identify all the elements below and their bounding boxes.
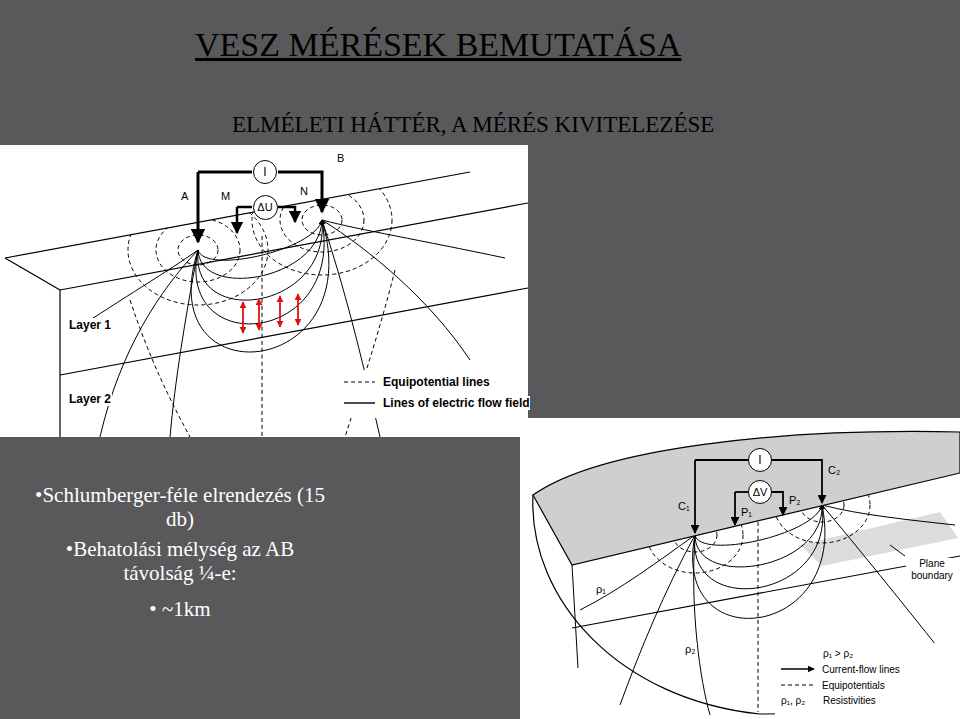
meter-symbol: ΔV bbox=[753, 487, 768, 498]
legend-note: ρ₁, ρ₂ bbox=[780, 695, 806, 706]
electrode-figure bbox=[0, 145, 528, 437]
legend-row: Lines of electric flow field bbox=[343, 396, 530, 410]
callout-label: Plane boundary bbox=[906, 558, 958, 581]
meter-symbol: I bbox=[263, 166, 266, 178]
electrode-label: B bbox=[336, 152, 345, 164]
meter-circle: I bbox=[253, 160, 277, 184]
legend-row: Equipotential lines bbox=[343, 375, 490, 389]
legend-note: Resistivities bbox=[822, 695, 877, 706]
legend-sample bbox=[780, 663, 816, 675]
bullet-text: •Behatolási mélység az AB távolság ¼-e: bbox=[30, 537, 330, 585]
electrode-label: C₂ bbox=[827, 464, 841, 476]
electrode-label: N bbox=[299, 185, 309, 197]
legend-sample bbox=[780, 679, 816, 691]
legend-row: Current-flow lines bbox=[780, 663, 900, 675]
legend-sample bbox=[343, 397, 377, 409]
electrode-label: P₂ bbox=[788, 494, 802, 506]
bullet-text: •Schlumberger-féle elrendezés (15 db) bbox=[30, 483, 330, 531]
meter-symbol: ΔU bbox=[257, 202, 272, 213]
bullet-text: • ~1km bbox=[30, 597, 330, 621]
electrode-label: C₁ bbox=[677, 500, 691, 512]
meter-circle: I bbox=[748, 448, 772, 472]
resistivity-label: ρ₂ bbox=[684, 643, 697, 655]
legend-text: Equipotentials bbox=[822, 680, 885, 691]
hemisphere-figure bbox=[520, 418, 960, 719]
subtitle: ELMÉLETI HÁTTÉR, A MÉRÉS KIVITELEZÉSE bbox=[232, 112, 714, 138]
legend-text: Current-flow lines bbox=[822, 664, 900, 675]
electrode-label: P₁ bbox=[740, 506, 753, 518]
electrode-label: A bbox=[180, 190, 189, 202]
layer-label: Layer 2 bbox=[68, 392, 112, 406]
electrode-label: M bbox=[220, 190, 231, 202]
meter-symbol: I bbox=[758, 454, 761, 466]
legend-text: Equipotential lines bbox=[383, 375, 490, 389]
slide-title: VESZ MÉRÉSEK BEMUTATÁSA bbox=[195, 26, 682, 64]
layer-label: Layer 1 bbox=[68, 318, 112, 332]
resistivity-label: ρ₁ bbox=[595, 583, 607, 595]
legend-text: Lines of electric flow field bbox=[383, 396, 530, 410]
legend-row: Equipotentials bbox=[780, 679, 885, 691]
legend-sample bbox=[343, 376, 377, 388]
meter-circle: ΔV bbox=[748, 480, 772, 504]
legend-note: ρ₁ > ρ₂ bbox=[822, 648, 854, 659]
meter-circle: ΔU bbox=[253, 195, 278, 220]
